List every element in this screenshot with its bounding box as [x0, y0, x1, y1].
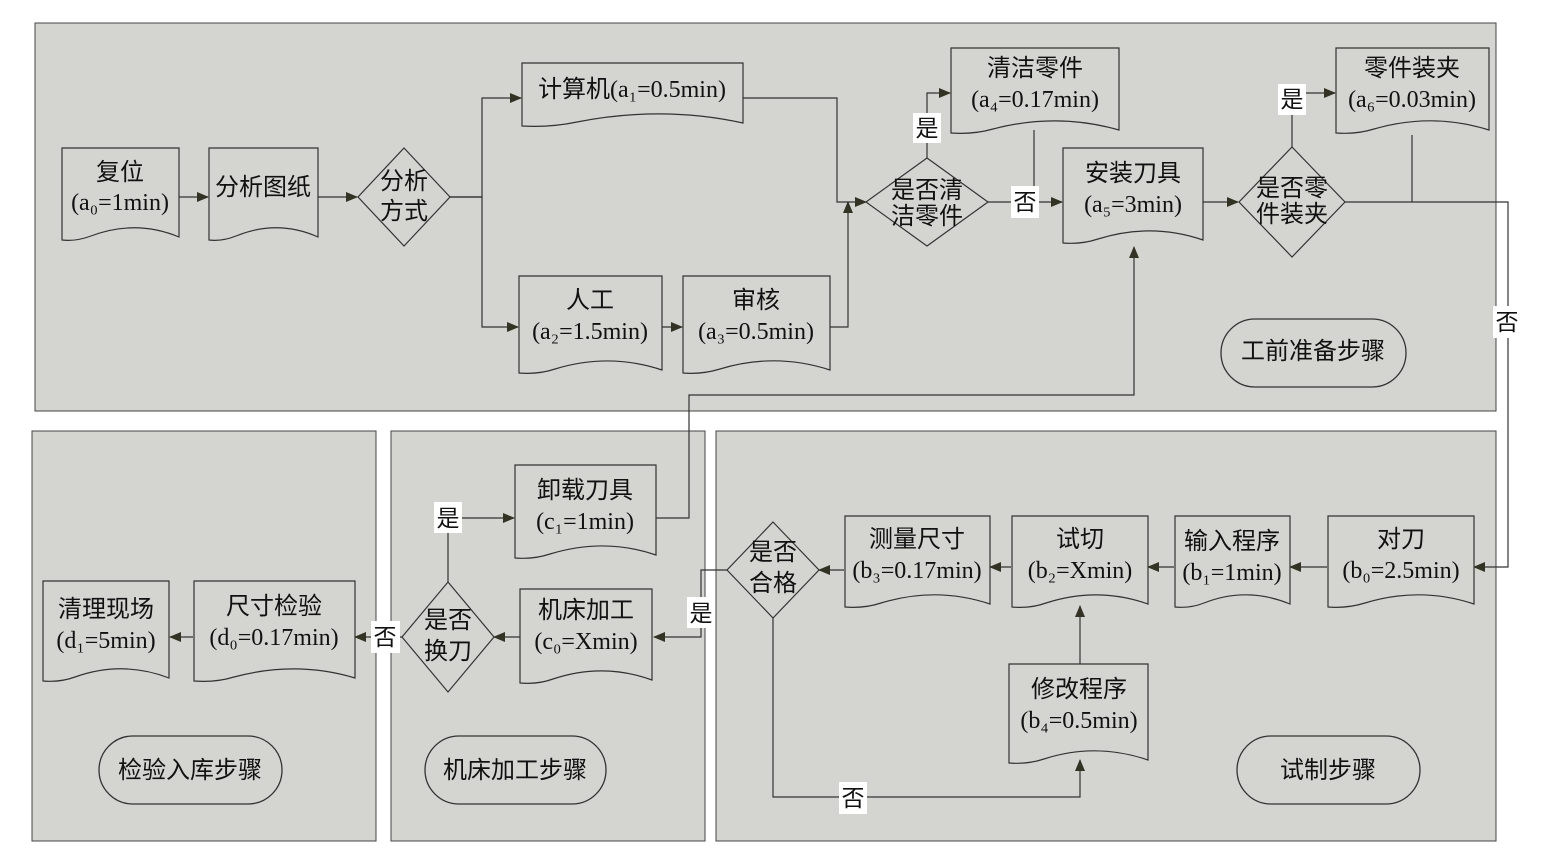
- svg-text:(a₃=0.5min): (a₃=0.5min): [698, 319, 814, 345]
- svg-text:否: 否: [1014, 190, 1037, 215]
- node-install-tool: 安装刀具 (a₅=3min): [1062, 147, 1204, 244]
- svg-text:尺寸检验: 尺寸检验: [226, 593, 322, 620]
- svg-text:换刀: 换刀: [424, 638, 472, 665]
- svg-text:试制步骤: 试制步骤: [1280, 757, 1376, 784]
- node-modify-program: 修改程序 (b₄=0.5min): [1008, 663, 1149, 764]
- edge-label-clean-no: 否: [1011, 186, 1039, 218]
- panel-prep-title: 工前准备步骤: [1220, 318, 1407, 388]
- svg-text:否: 否: [842, 786, 865, 811]
- edge-label-clean-yes: 是: [913, 113, 941, 143]
- edge-review-to-clean-decision: [830, 201, 853, 328]
- decision-qualified: 是否 合格: [726, 521, 820, 619]
- node-reset: 复位 (a₀=1min): [61, 147, 180, 241]
- svg-text:是否: 是否: [749, 540, 797, 566]
- node-manual: 人工 (a₂=1.5min): [518, 275, 663, 374]
- svg-text:是否: 是否: [424, 608, 472, 634]
- node-input-program: 输入程序 (b₁=1min): [1174, 515, 1291, 608]
- svg-text:(a₄=0.17min): (a₄=0.17min): [971, 87, 1099, 113]
- svg-text:审核: 审核: [732, 287, 780, 314]
- svg-text:(d₀=0.17min): (d₀=0.17min): [209, 625, 338, 651]
- node-tool-setting: 对刀 (b₀=2.5min): [1327, 515, 1475, 608]
- svg-text:(b₄=0.5min): (b₄=0.5min): [1020, 708, 1137, 734]
- svg-text:(b₁=1min): (b₁=1min): [1182, 560, 1281, 586]
- svg-text:是: 是: [1281, 87, 1304, 112]
- svg-text:机床加工: 机床加工: [538, 597, 634, 624]
- panel-inspect-title: 检验入库步骤: [98, 735, 283, 805]
- svg-text:(a₂=1.5min): (a₂=1.5min): [532, 319, 648, 345]
- svg-text:否: 否: [374, 625, 397, 650]
- svg-text:(b₂=Xmin): (b₂=Xmin): [1028, 558, 1133, 584]
- node-trial-cut: 试切 (b₂=Xmin): [1011, 515, 1149, 608]
- svg-text:分析图纸: 分析图纸: [215, 174, 311, 201]
- svg-text:修改程序: 修改程序: [1031, 676, 1127, 703]
- edge-label-change-no: 否: [371, 621, 400, 653]
- decision-clean-parts: 是否清 洁零件: [864, 157, 990, 247]
- svg-text:人工: 人工: [566, 288, 614, 314]
- svg-text:卸载刀具: 卸载刀具: [537, 477, 633, 504]
- svg-text:合格: 合格: [749, 570, 797, 597]
- node-machine-process: 机床加工 (c₀=Xmin): [519, 588, 653, 684]
- edge-unload-to-install: [656, 246, 1139, 519]
- edge-method-to-manual: [450, 196, 519, 332]
- svg-text:计算机(a₁=0.5min): 计算机(a₁=0.5min): [538, 76, 726, 103]
- svg-text:是: 是: [916, 116, 939, 141]
- edge-label-clamp-yes: 是: [1278, 84, 1306, 115]
- node-measure-size: 测量尺寸 (b₃=0.17min): [844, 515, 991, 608]
- svg-text:(b₃=0.17min): (b₃=0.17min): [852, 558, 981, 584]
- panel-machining-title: 机床加工步骤: [424, 735, 607, 805]
- node-unload-tool: 卸载刀具 (c₁=1min): [514, 464, 657, 559]
- svg-text:方式: 方式: [380, 198, 428, 225]
- svg-text:对刀: 对刀: [1377, 526, 1425, 553]
- svg-text:(c₀=Xmin): (c₀=Xmin): [534, 629, 637, 655]
- svg-text:是: 是: [437, 506, 460, 531]
- svg-text:清洁零件: 清洁零件: [987, 55, 1083, 82]
- svg-text:是: 是: [690, 601, 713, 626]
- svg-text:试切: 试切: [1056, 526, 1104, 553]
- edge-label-change-yes: 是: [434, 502, 462, 533]
- svg-text:(a₀=1min): (a₀=1min): [71, 190, 169, 216]
- edge-label-qualified-yes: 是: [687, 597, 715, 628]
- svg-text:是否零: 是否零: [1256, 176, 1328, 202]
- svg-text:(d₁=5min): (d₁=5min): [56, 628, 155, 654]
- node-review: 审核 (a₃=0.5min): [682, 275, 831, 374]
- decision-analysis-method: 分析 方式: [357, 147, 451, 247]
- node-clean-parts: 清洁零件 (a₄=0.17min): [950, 47, 1120, 134]
- svg-text:分析: 分析: [380, 168, 428, 195]
- svg-text:是否清: 是否清: [891, 177, 963, 204]
- svg-text:(a₆=0.03min): (a₆=0.03min): [1348, 87, 1476, 113]
- edge-qualified-no: [772, 618, 1085, 798]
- node-size-inspect: 尺寸检验 (d₀=0.17min): [193, 580, 356, 682]
- svg-text:洁零件: 洁零件: [891, 203, 963, 230]
- svg-text:检验入库步骤: 检验入库步骤: [118, 757, 262, 784]
- svg-text:否: 否: [1496, 310, 1519, 335]
- node-analyze-drawing: 分析图纸: [208, 147, 319, 241]
- panel-trial-title: 试制步骤: [1236, 735, 1421, 805]
- node-cleanup: 清理现场 (d₁=5min): [42, 580, 170, 682]
- svg-text:安装刀具: 安装刀具: [1085, 160, 1181, 187]
- svg-text:输入程序: 输入程序: [1184, 528, 1280, 555]
- svg-text:复位: 复位: [96, 159, 144, 186]
- node-computer: 计算机(a₁=0.5min): [521, 62, 744, 127]
- svg-text:机床加工步骤: 机床加工步骤: [443, 757, 587, 784]
- svg-text:清理现场: 清理现场: [58, 596, 154, 623]
- svg-text:件装夹: 件装夹: [1256, 201, 1328, 228]
- svg-text:零件装夹: 零件装夹: [1364, 55, 1460, 82]
- edge-clamp-no: [1345, 201, 1509, 572]
- svg-text:(c₁=1min): (c₁=1min): [536, 509, 634, 535]
- decision-clamp-parts: 是否零 件装夹: [1238, 146, 1346, 258]
- svg-text:(a₅=3min): (a₅=3min): [1084, 192, 1182, 218]
- node-clamp-parts: 零件装夹 (a₆=0.03min): [1335, 47, 1490, 134]
- svg-text:测量尺寸: 测量尺寸: [869, 526, 965, 553]
- edge-label-clamp-no: 否: [1493, 306, 1522, 338]
- svg-text:(b₀=2.5min): (b₀=2.5min): [1342, 558, 1459, 584]
- svg-text:工前准备步骤: 工前准备步骤: [1241, 338, 1385, 365]
- edge-label-qualified-no: 否: [839, 782, 867, 814]
- decision-change-tool: 是否 换刀: [401, 581, 495, 693]
